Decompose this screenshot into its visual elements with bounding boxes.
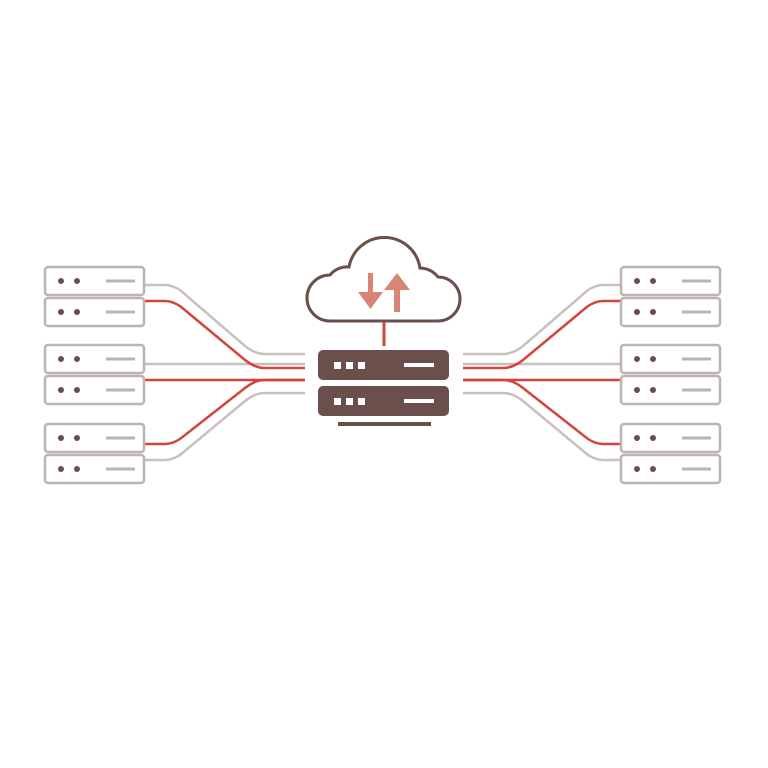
status-dot <box>650 466 656 472</box>
server-unit <box>619 453 722 485</box>
idle-link <box>463 283 621 356</box>
server-unit <box>619 265 722 297</box>
status-dot <box>74 309 80 315</box>
status-dot <box>58 356 64 362</box>
active-link <box>463 378 621 446</box>
status-dot <box>58 309 64 315</box>
status-dot <box>634 387 640 393</box>
status-dot <box>74 466 80 472</box>
server-unit <box>43 296 146 328</box>
idle-link <box>145 391 305 462</box>
server-unit <box>619 296 722 328</box>
status-dot <box>634 466 640 472</box>
server-unit <box>43 343 146 375</box>
right-server-group <box>619 265 722 485</box>
central-server-icon <box>318 350 449 426</box>
status-dot <box>58 387 64 393</box>
status-dot <box>58 466 64 472</box>
status-dot <box>74 387 80 393</box>
server-unit <box>619 422 722 454</box>
status-dot <box>650 278 656 284</box>
status-dot <box>650 356 656 362</box>
status-dot <box>58 278 64 284</box>
server-unit <box>43 453 146 485</box>
status-dot <box>650 435 656 441</box>
idle-link <box>463 391 621 462</box>
left-server-group <box>43 265 146 485</box>
status-dot <box>74 435 80 441</box>
status-dot <box>74 356 80 362</box>
status-dot <box>634 309 640 315</box>
server-unit <box>43 374 146 406</box>
active-link <box>145 299 305 370</box>
active-link <box>145 378 305 446</box>
status-dot <box>634 435 640 441</box>
server-unit <box>43 265 146 297</box>
connection-links <box>145 283 621 462</box>
status-dot <box>650 387 656 393</box>
status-dot <box>74 278 80 284</box>
cloud-icon <box>305 236 462 323</box>
sync-arrows-icon <box>358 273 410 312</box>
server-unit <box>619 374 722 406</box>
status-dot <box>58 435 64 441</box>
status-dot <box>634 356 640 362</box>
status-dot <box>650 309 656 315</box>
status-dot <box>634 278 640 284</box>
active-link <box>463 299 621 370</box>
server-unit <box>43 422 146 454</box>
idle-link <box>145 283 305 356</box>
server-unit <box>619 343 722 375</box>
